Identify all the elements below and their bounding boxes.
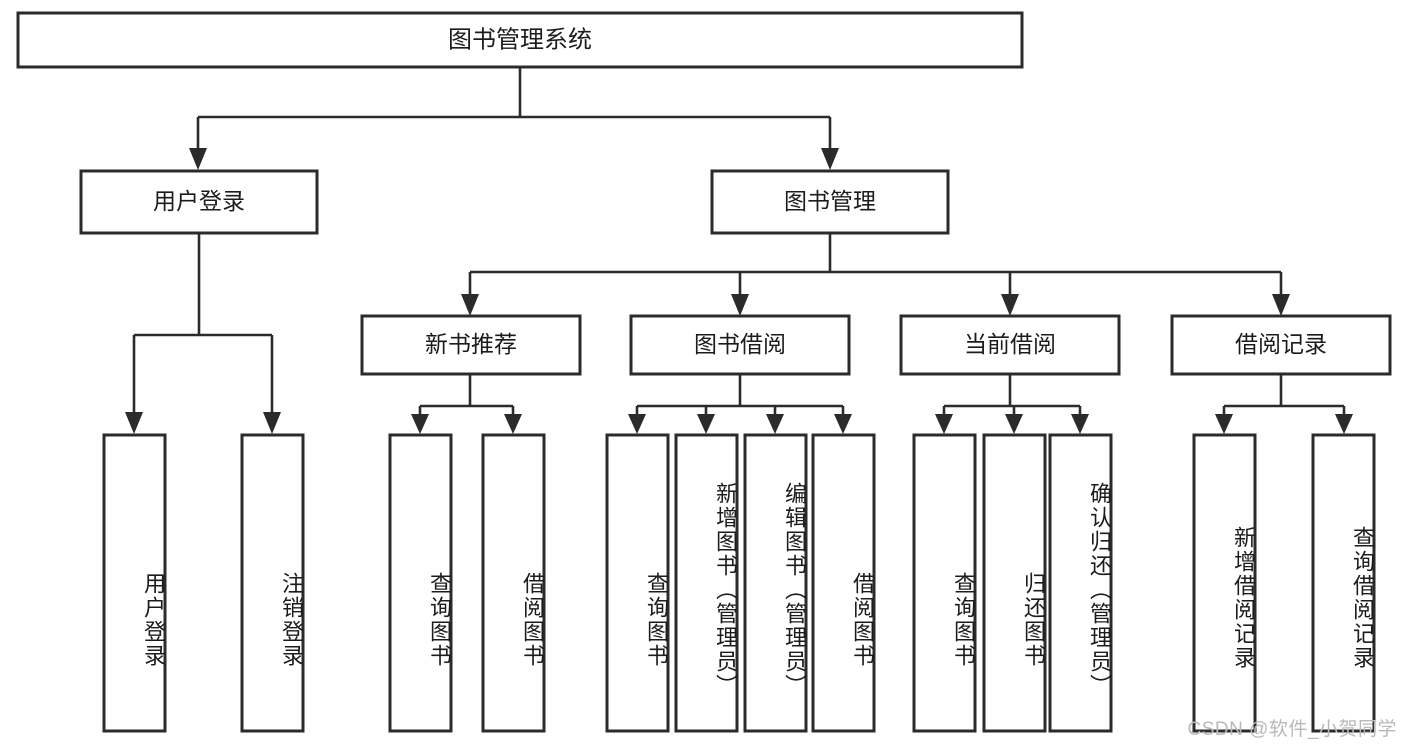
node-new-book-recommend[interactable]: 新书推荐	[360, 314, 582, 376]
leaf-box-new-book-1[interactable]	[481, 433, 546, 733]
connector-newbook-to-leaves	[411, 374, 522, 434]
leaf-boxes-current-borrow	[912, 433, 1113, 733]
node-root-book-management-system[interactable]: 图书管理系统	[16, 11, 1024, 69]
leaf-box-current-borrow-2[interactable]	[1048, 433, 1113, 733]
leaf-box-user-login-1[interactable]	[240, 433, 305, 733]
node-new-book-recommend-label: 新书推荐	[425, 331, 517, 357]
node-current-borrow[interactable]: 当前借阅	[899, 314, 1121, 376]
leaf-box-book-borrow-3[interactable]	[811, 433, 876, 733]
leaf-box-borrow-record-1[interactable]	[1311, 433, 1376, 733]
node-book-management[interactable]: 图书管理	[710, 169, 950, 235]
connector-bookborrow-to-leaves	[628, 374, 852, 434]
leaf-boxes-new-book-recommend	[388, 433, 546, 733]
node-root-label: 图书管理系统	[448, 26, 592, 53]
leaf-box-current-borrow-1[interactable]	[982, 433, 1047, 733]
leaf-box-book-borrow-2[interactable]	[743, 433, 808, 733]
leaf-box-current-borrow-0[interactable]	[912, 433, 977, 733]
node-borrow-record[interactable]: 借阅记录	[1170, 314, 1392, 376]
leaf-boxes-borrow-record	[1192, 433, 1376, 733]
leaf-boxes-user-login	[102, 433, 305, 733]
connector-currentborrow-to-leaves	[935, 374, 1089, 434]
connector-borrowrecord-to-leaves	[1215, 374, 1353, 434]
leaf-box-borrow-record-0[interactable]	[1192, 433, 1257, 733]
node-current-borrow-label: 当前借阅	[964, 331, 1056, 357]
leaf-boxes-book-borrow	[605, 433, 876, 733]
node-user-login-label: 用户登录	[153, 188, 245, 214]
connector-bookmgmt-to-level3	[461, 233, 1290, 316]
node-borrow-record-label: 借阅记录	[1235, 331, 1327, 357]
node-book-borrow-label: 图书借阅	[694, 331, 786, 357]
node-book-management-label: 图书管理	[784, 188, 876, 214]
node-book-borrow[interactable]: 图书借阅	[629, 314, 851, 376]
leaf-box-book-borrow-0[interactable]	[605, 433, 670, 733]
connector-userlogin-to-leaves	[125, 233, 281, 434]
connector-root-to-level2	[189, 67, 839, 170]
leaf-box-user-login-0[interactable]	[102, 433, 167, 733]
leaf-box-new-book-0[interactable]	[388, 433, 453, 733]
watermark: CSDN @软件_小贺同学	[1187, 719, 1397, 740]
leaf-box-book-borrow-1[interactable]	[674, 433, 739, 733]
node-user-login[interactable]: 用户登录	[79, 169, 319, 235]
